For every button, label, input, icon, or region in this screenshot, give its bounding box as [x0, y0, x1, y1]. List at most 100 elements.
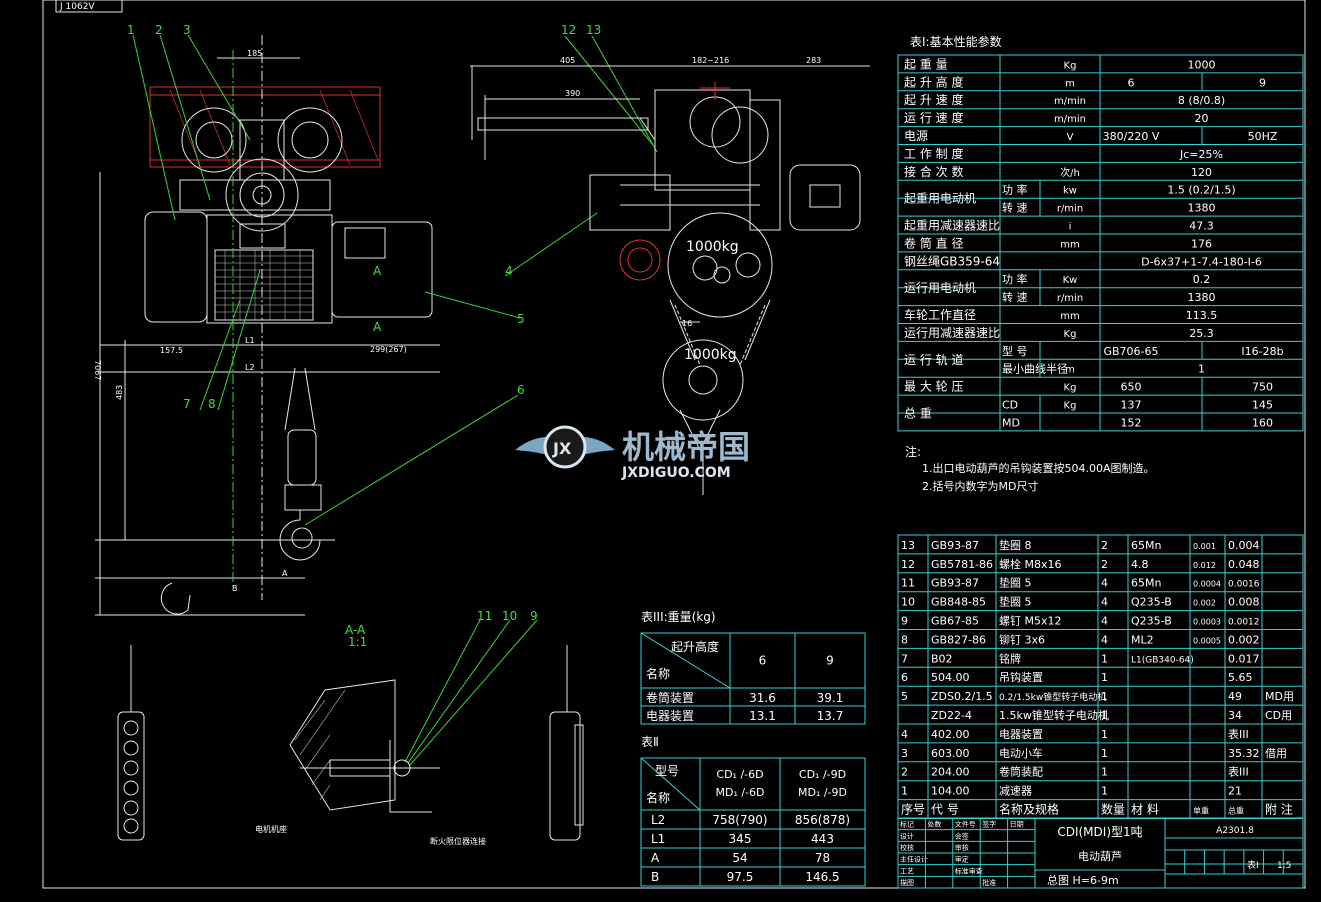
section-label-2: 断火限位器连接 — [430, 836, 486, 846]
bom-cell: GB93-87 — [931, 577, 979, 590]
bom-cell: 螺栓 M8x16 — [999, 557, 1062, 571]
title-block: 标记处数文件号签字日期设计会签校核审核主任设计审定工艺标准审查描图批准CDⅠ(M… — [897, 817, 1304, 889]
table1-value: 176 — [1191, 237, 1212, 250]
sheet-label: 表Ⅰ — [1247, 859, 1259, 871]
bom-cell: 1 — [901, 785, 908, 798]
table1-unit: Kg — [1064, 383, 1077, 394]
table1-value: Jc=25% — [1179, 148, 1223, 161]
table1-unit: i — [1069, 222, 1072, 233]
dim-299: 299(267) — [370, 345, 407, 354]
bom-cell: 2 — [1101, 558, 1108, 571]
bom-cell: 1 — [1101, 709, 1108, 722]
bom-cell: Q235-B — [1131, 596, 1172, 609]
bom-cell: 1.5kw锥型转子电动机 — [999, 708, 1109, 722]
bom-cell: 7 — [901, 652, 908, 665]
table2-model-2b: MD₁ /-9D — [798, 786, 847, 799]
table1-value-2: 9 — [1259, 76, 1266, 89]
bom-header: 单重 — [1193, 806, 1209, 816]
table1-unit: m/min — [1054, 96, 1086, 107]
table1-value-2: 160 — [1252, 416, 1273, 429]
bom-cell: 0.048 — [1228, 558, 1260, 571]
dim-v1: 7067 — [93, 360, 102, 380]
title-block-cell: 工艺 — [900, 867, 914, 875]
table1-sub-label: 最小曲线半径 — [1002, 362, 1068, 376]
bom-cell: 1 — [1101, 728, 1108, 741]
bom-cell: 1 — [1101, 747, 1108, 760]
corner-tag: J 1062V — [59, 2, 95, 12]
table1-value: D-6x37+1-7.4-180-Ⅰ-6 — [1141, 255, 1262, 268]
table1-label: 电源 — [904, 129, 928, 143]
bom-cell: 0.0005 — [1193, 636, 1221, 645]
callout-11: 11 — [477, 609, 492, 623]
table1-label: 起 重 量 — [904, 57, 948, 71]
bom-cell: 6 — [901, 671, 908, 684]
callout-3: 3 — [183, 23, 191, 37]
table1-unit: m/min — [1054, 114, 1086, 125]
bom-cell: 5 — [901, 690, 908, 703]
title-block-cell: 标准审查 — [955, 866, 983, 875]
table1-value: 20 — [1195, 112, 1209, 125]
table1-value: 152 — [1121, 416, 1142, 429]
table1-unit: r/min — [1057, 204, 1083, 215]
table1-unit: V — [1067, 132, 1074, 143]
table1-unit: mm — [1060, 239, 1079, 250]
table1-sub-label: 功 率 — [1002, 272, 1028, 286]
section-label-1: 电机机座 — [255, 824, 287, 834]
table1-unit: m — [1065, 78, 1075, 89]
table2-title: 表Ⅱ — [641, 735, 659, 749]
title-block-cell: 主任设计 — [900, 855, 928, 864]
bom-cell: ZD22-4 — [931, 709, 972, 722]
scale-label: 1:5 — [1277, 861, 1291, 871]
bom-cell: 垫圈 8 — [999, 538, 1032, 552]
bom-cell: 12 — [901, 558, 915, 571]
table1-sub-label: 转 速 — [1002, 290, 1028, 304]
grid-line — [640, 632, 731, 689]
table1-value: GB706-65 — [1103, 345, 1158, 358]
table1-value: 8 (8/0.8) — [1178, 94, 1225, 107]
table3-name: 电器装置 — [646, 709, 694, 723]
bom-cell: 0.017 — [1228, 652, 1260, 665]
callout-6: 6 — [517, 383, 525, 397]
table1-label: 运行用减速器速比 — [904, 326, 1000, 340]
dim-390: 390 — [565, 89, 580, 98]
bom-cell: 0.0003 — [1193, 618, 1221, 627]
table1-unit: m — [1065, 365, 1075, 376]
dim-a: A — [282, 569, 288, 578]
corner-tag-box — [55, 0, 123, 13]
bom-cell: GB67-85 — [931, 615, 979, 628]
title-block-cell: 标记 — [900, 820, 914, 829]
dim-157: 157.5 — [160, 346, 183, 355]
table1-unit: 次/h — [1060, 166, 1080, 179]
bom-cell: GB827-86 — [931, 633, 986, 646]
bom-cell: 表III — [1228, 727, 1249, 741]
bom-cell: 35.32 — [1228, 747, 1260, 760]
table1-group-label: 起重用电动机 — [904, 192, 976, 206]
bom-cell: MD用 — [1265, 690, 1294, 703]
bom-cell: CD用 — [1265, 709, 1292, 722]
table2-name: B — [651, 870, 659, 884]
table1-sub-label: 转 速 — [1002, 201, 1028, 215]
table1-value-2: 750 — [1252, 381, 1273, 394]
bom-cell: 603.00 — [931, 747, 970, 760]
table3-col-header: 起升高度 — [671, 639, 719, 654]
table1-value: 1000 — [1188, 58, 1216, 71]
title-block-cell: 设计 — [900, 831, 914, 840]
bom-cell: GB848-85 — [931, 596, 986, 609]
table2-model-2a: CD₁ /-9D — [799, 768, 846, 781]
table1-unit: Kg — [1064, 329, 1077, 340]
section-scale: 1:1 — [348, 635, 367, 649]
table1-value: 137 — [1121, 399, 1142, 412]
callout-12: 12 — [561, 23, 576, 37]
table1-label: 接 合 次 数 — [904, 164, 963, 179]
bom-cell: 铭牌 — [999, 651, 1021, 665]
bom-cell: 10 — [901, 596, 915, 609]
bom-cell: 4 — [1101, 633, 1108, 646]
table1-value: 0.2 — [1193, 273, 1211, 286]
pendant-switch-right — [549, 645, 584, 841]
bom-cell: 4 — [1101, 615, 1108, 628]
table3-row-header: 名称 — [646, 666, 670, 681]
side-view — [470, 65, 870, 495]
